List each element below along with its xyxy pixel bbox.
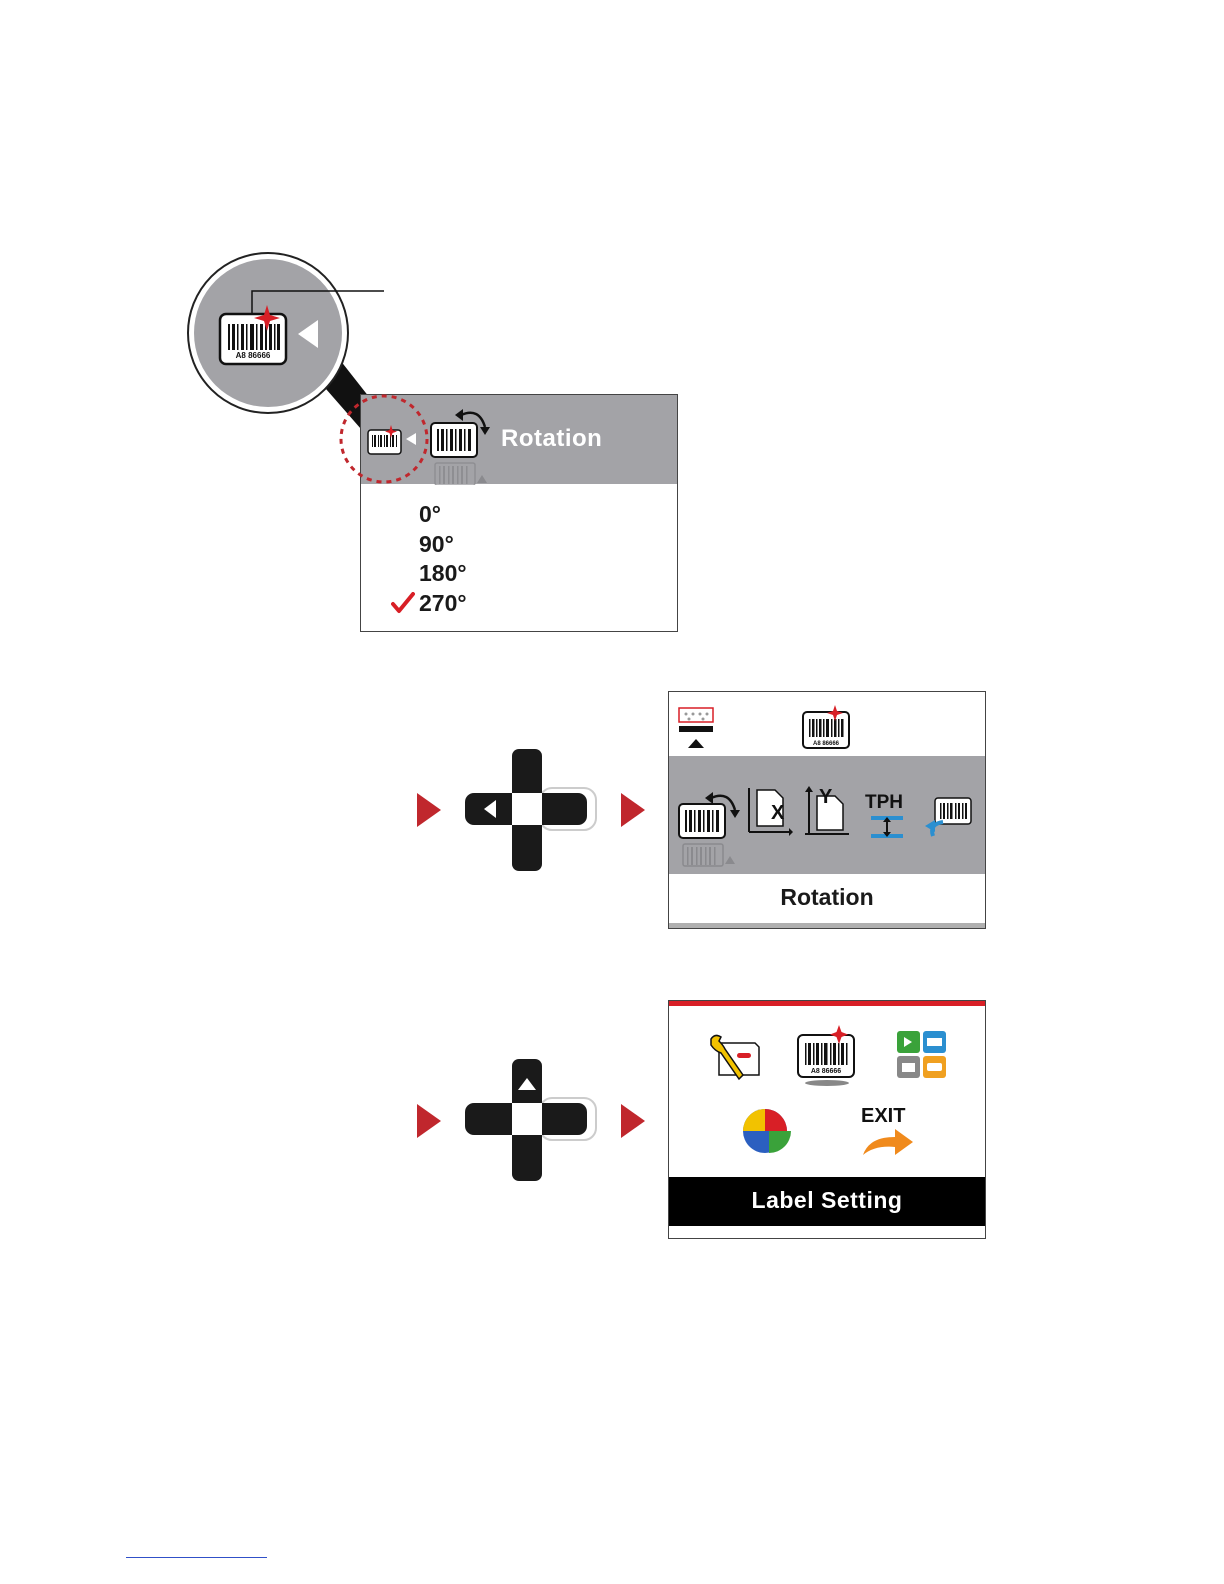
step-arrow-icon <box>416 792 442 828</box>
exit-arrow-icon[interactable] <box>861 1127 915 1157</box>
tph-label: TPH <box>865 792 903 814</box>
submenu-bottom-bar <box>669 923 985 928</box>
rotation-title: Rotation <box>501 425 602 453</box>
checkmark-icon <box>391 592 415 614</box>
x-offset-icon[interactable] <box>745 786 793 838</box>
statistics-pie-icon[interactable] <box>739 1105 795 1155</box>
rotation-option-0[interactable]: 0° <box>419 501 441 528</box>
x-label: X <box>771 802 784 825</box>
label-setting-icon-magnified: A8 86666 <box>218 302 290 368</box>
barcode-text: A8 86666 <box>811 1068 841 1075</box>
highlight-circle <box>338 393 430 485</box>
label-setting-icon[interactable]: A8 86666 <box>795 1025 859 1087</box>
step-arrow-icon <box>620 792 646 828</box>
footer-rule <box>126 1557 267 1558</box>
barcode-text: A8 86666 <box>236 351 271 360</box>
barcode-text: A8 86666 <box>813 741 840 747</box>
rotation-icon <box>427 403 493 485</box>
rotation-option-270[interactable]: 270° <box>419 590 467 617</box>
rotation-option-90[interactable]: 90° <box>419 531 454 558</box>
setup-tools-icon[interactable] <box>707 1031 763 1081</box>
tph-icon[interactable] <box>869 814 907 840</box>
media-sensor-icon <box>677 706 717 750</box>
dpad-up-icon[interactable] <box>464 1058 598 1182</box>
main-menu-screen: A8 86666 EXIT Label Setting <box>668 1000 986 1239</box>
step-arrow-icon <box>416 1103 442 1139</box>
left-arrow-icon-magnified <box>296 318 320 350</box>
label-setting-submenu-screen: A8 86666 X <box>668 691 986 929</box>
submenu-title: Rotation <box>669 884 985 911</box>
exit-label: EXIT <box>861 1105 905 1128</box>
step-arrow-icon <box>620 1103 646 1139</box>
main-menu-top-bar <box>669 1001 985 1006</box>
label-feed-icon[interactable] <box>925 794 975 838</box>
label-setting-icon: A8 86666 <box>801 704 853 750</box>
rotation-option-180[interactable]: 180° <box>419 560 467 587</box>
main-menu-title: Label Setting <box>669 1187 985 1214</box>
interface-icon[interactable] <box>895 1029 949 1081</box>
rotation-icon[interactable] <box>677 786 743 868</box>
submenu-icon-band: X Y TPH <box>669 756 985 874</box>
y-label: Y <box>819 786 832 809</box>
dpad-left-icon[interactable] <box>464 748 598 872</box>
